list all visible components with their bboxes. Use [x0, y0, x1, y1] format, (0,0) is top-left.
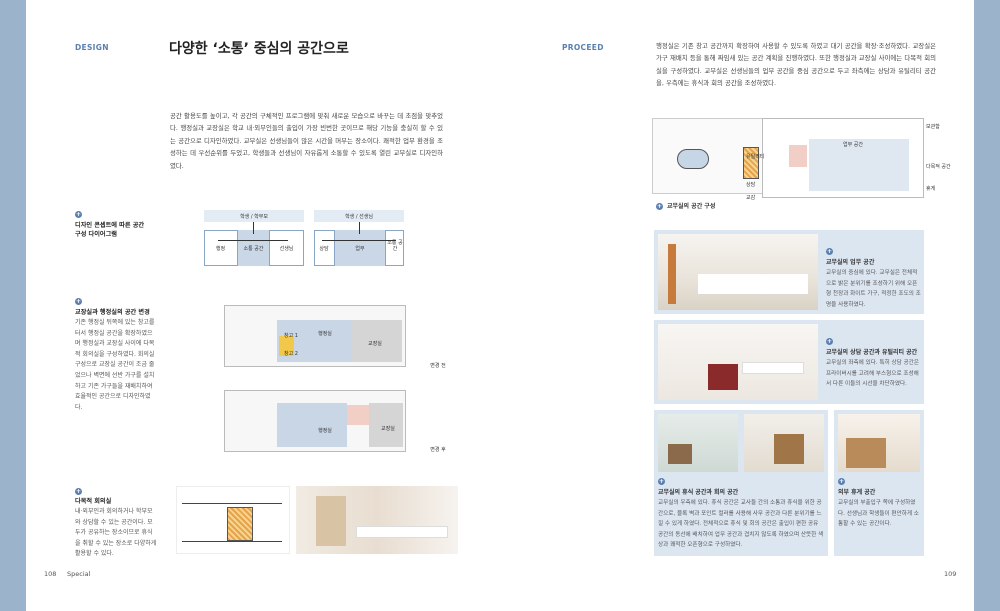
- plus-icon: +: [656, 203, 663, 210]
- plan-label: 창고 2: [284, 351, 298, 357]
- plan-label: 창고 1: [284, 333, 298, 339]
- intro-paragraph: 공간 활용도를 높이고, 각 공간의 구체적인 프로그램에 맞춰 새로운 모습으…: [170, 112, 443, 170]
- photo-rest-2: [744, 414, 824, 472]
- diagram-top-label: 학생 / 선생님: [345, 214, 373, 220]
- text-consult: 교무실의 좌측에 있다. 특히 상담 공간은 프라이버시를 고려해 부스형으로 …: [826, 360, 920, 387]
- plus-icon: +: [826, 248, 833, 255]
- text-lounge: 교무실의 부출입구 쪽에 구성하였다. 선생님과 학생들이 편안하게 소통할 수…: [838, 500, 919, 527]
- plan-label: 교장실: [368, 341, 382, 347]
- diagram-cell: 행정: [215, 246, 226, 252]
- photo-consult: [658, 324, 818, 400]
- diagram-top-label: 학생 / 학부모: [240, 214, 268, 220]
- floor-plan-after: 행정실 교장실: [224, 390, 406, 452]
- diagram-cell: 소통 공간: [243, 246, 264, 252]
- caption-office-plan: 교무실의 공간 구성: [667, 203, 716, 210]
- feature-box-consult: + 교무실의 상담 공간과 유틸리티 공간 교무실의 좌측에 있다. 특히 상담…: [654, 320, 924, 404]
- plan-label: 휴게: [926, 186, 936, 192]
- plus-icon: +: [826, 338, 833, 345]
- diagram-admin-flow: 학생 / 학부모 행정 소통 공간 선생님: [204, 210, 304, 272]
- side-heading-meeting: 다목적 회의실: [75, 498, 112, 505]
- plan-label: 상담: [746, 182, 756, 188]
- photo-lounge: [838, 414, 920, 472]
- plus-icon: +: [75, 298, 82, 305]
- plan-label: 업무 공간: [843, 142, 863, 148]
- page-number-left: 108: [44, 570, 57, 578]
- section-kicker-proceed: PROCEED: [562, 43, 604, 52]
- plan-before-label: 변경 전: [430, 363, 446, 369]
- plus-icon: +: [75, 211, 82, 218]
- caption-office-main: 교무실의 업무 공간: [826, 259, 875, 266]
- plus-icon: +: [658, 478, 665, 485]
- plus-icon: +: [75, 488, 82, 495]
- text-office-main: 교무실의 중심에 있다. 교무실은 전체적으로 밝은 분위기를 조성하기 위해 …: [826, 270, 921, 308]
- plan-label: 교감: [746, 195, 756, 201]
- floor-plan-before: 창고 1 창고 2 행정실 교장실: [224, 305, 406, 367]
- sketch-meeting-room: [176, 486, 290, 554]
- caption-lounge: 외부 휴게 공간: [838, 489, 876, 496]
- page-number-right: 109: [944, 570, 957, 578]
- text-rest: 교무실의 우측에 있다. 휴식 공간은 교사들 간의 소통과 휴식을 위한 공간…: [658, 500, 824, 548]
- diagram-cell: 업무: [355, 246, 365, 252]
- side-heading-office-change: 교장실과 행정실의 공간 변경: [75, 309, 150, 316]
- plan-label: 교장실: [381, 426, 395, 432]
- plan-after-label: 변경 후: [430, 447, 446, 453]
- floor-plan-office-right: 업무 공간: [762, 118, 924, 198]
- photo-rest-1: [658, 414, 738, 472]
- side-text-meeting: 내·외부인과 회의하거나 학부모와 상담할 수 있는 공간이다. 모두가 공유하…: [75, 508, 157, 558]
- plan-label: 행정실: [318, 428, 332, 434]
- magazine-spread: DESIGN 다양한 ‘소통’ 중심의 공간으로 공간 활용도를 높이고, 각 …: [26, 0, 974, 611]
- section-kicker-design: DESIGN: [75, 43, 109, 52]
- diagram-cell: 상담: [319, 246, 329, 252]
- plus-icon: +: [838, 478, 845, 485]
- feature-box-rest: + 교무실의 휴식 공간과 회의 공간 교무실의 우측에 있다. 휴식 공간은 …: [654, 410, 828, 556]
- feature-box-lounge: + 외부 휴게 공간 교무실의 부출입구 쪽에 구성하였다. 선생님과 학생들이…: [834, 410, 924, 556]
- plan-label: 다목적 공간: [926, 164, 951, 170]
- section-name: Special: [67, 570, 91, 578]
- plan-label: 보관함: [926, 124, 940, 130]
- plan-label: 행정실: [318, 331, 332, 337]
- caption-consult: 교무실의 상담 공간과 유틸리티 공간: [826, 349, 918, 356]
- photo-office-main: [658, 234, 818, 310]
- plan-label: 유틸리티: [746, 154, 765, 160]
- side-text-office-change: 기존 행정실 뒤쪽에 있는 창고를 터서 행정실 공간을 확장하였으며 행정실과…: [75, 319, 155, 411]
- diagram-staff-flow: 학생 / 선생님 상담 업무 소통 공간: [314, 210, 404, 272]
- photo-meeting-room: [296, 486, 458, 554]
- page-title: 다양한 ‘소통’ 중심의 공간으로: [169, 41, 349, 57]
- caption-rest: 교무실의 휴식 공간과 회의 공간: [658, 489, 739, 496]
- feature-box-office: + 교무실의 업무 공간 교무실의 중심에 있다. 교무실은 전체적으로 밝은 …: [654, 230, 924, 314]
- diagram-cell: 선생님: [279, 246, 294, 252]
- diagram-cell: 소통 공간: [387, 240, 403, 252]
- side-heading-diagram: 디자인 콘셉트에 따른 공간 구성 다이어그램: [75, 222, 145, 238]
- proceed-paragraph: 행정실은 기존 창고 공간까지 확장하여 사용할 수 있도록 하였고 대기 공간…: [656, 42, 936, 88]
